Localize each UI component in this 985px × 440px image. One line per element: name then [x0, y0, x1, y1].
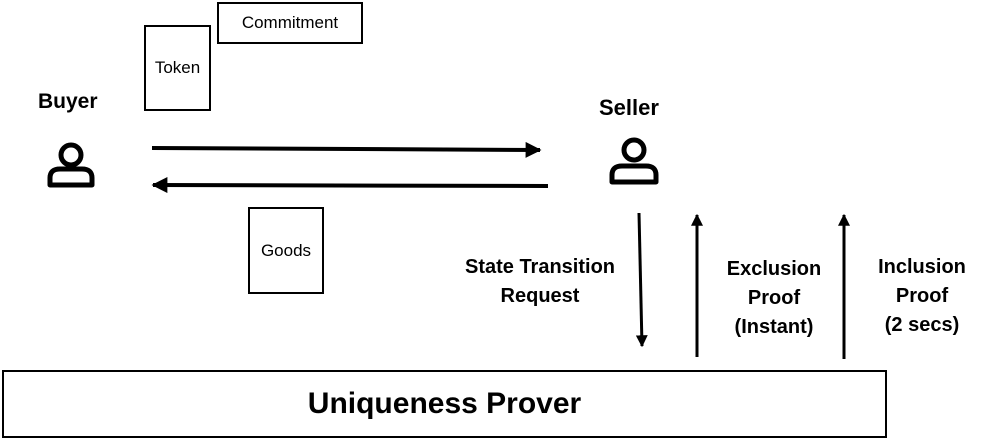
buyer-to-seller-arrow — [151, 141, 542, 158]
state-transition-request-label: State Transition Request — [464, 256, 616, 307]
uniqueness-prover-box: Uniqueness Prover — [2, 370, 887, 438]
goods-label: Goods — [260, 240, 312, 260]
goods-box: Goods — [248, 207, 324, 294]
token-label: Token — [154, 58, 201, 77]
token-box: Token — [144, 25, 211, 111]
buyer-person-icon — [47, 142, 95, 188]
inclusion-proof-label: Inclusion Proof (2 secs) — [878, 256, 966, 336]
commitment-label: Commitment — [241, 13, 339, 32]
seller-label: Seller — [599, 95, 659, 120]
state-transition-arrow — [635, 212, 648, 348]
seller-person-icon — [609, 137, 659, 185]
uniqueness-prover-title: Uniqueness Prover — [307, 387, 582, 420]
exclusion-proof-label: Exclusion Proof (Instant) — [726, 258, 822, 338]
commitment-box: Commitment — [217, 2, 363, 44]
seller-to-buyer-arrow — [151, 177, 549, 194]
buyer-label: Buyer — [38, 90, 98, 113]
